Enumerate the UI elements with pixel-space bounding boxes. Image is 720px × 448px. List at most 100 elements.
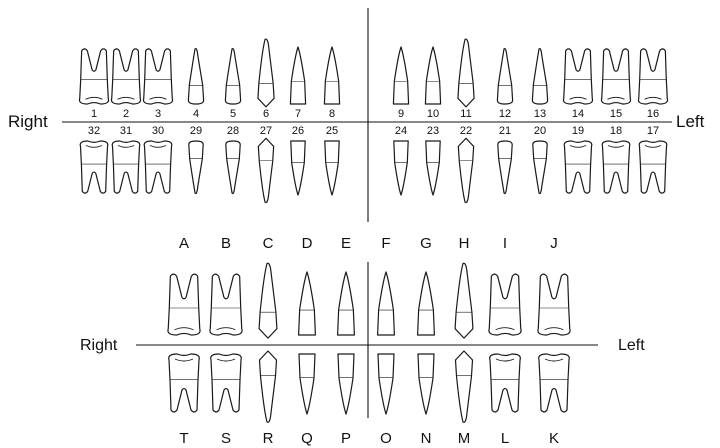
lower-tooth-number: 25 [326, 125, 338, 137]
upper-tooth-4 [188, 49, 203, 104]
primary-upper-tooth-G [418, 272, 435, 335]
lower-tooth-number: 22 [460, 125, 472, 137]
lower-tooth-number: 31 [120, 125, 132, 137]
upper-tooth-number: 14 [572, 108, 584, 120]
primary-lower-letter: M [458, 430, 471, 447]
upper-tooth-number: 4 [193, 108, 199, 120]
upper-tooth-7 [290, 47, 305, 104]
primary-upper-letter: G [420, 235, 432, 252]
upper-tooth-2 [111, 49, 140, 104]
upper-tooth-15 [601, 49, 630, 104]
lower-tooth-29 [189, 141, 203, 194]
lower-tooth-number: 24 [395, 125, 407, 137]
primary-upper-tooth-C [259, 263, 277, 338]
primary-lower-letter: R [263, 430, 274, 447]
primary-upper-letter: H [459, 235, 470, 252]
primary-left-label: Left [618, 337, 645, 354]
lower-tooth-number: 17 [647, 125, 659, 137]
primary-lower-letter: N [421, 430, 432, 447]
primary-upper-letter: B [221, 235, 231, 252]
teeth-layer [79, 39, 667, 422]
upper-tooth-number: 12 [499, 108, 511, 120]
upper-tooth-number: 2 [123, 108, 129, 120]
primary-upper-tooth-J [538, 274, 570, 335]
primary-lower-tooth-R [260, 351, 277, 422]
upper-tooth-13 [532, 49, 547, 104]
primary-lower-letter: Q [301, 430, 313, 447]
lower-tooth-number: 30 [152, 125, 164, 137]
upper-tooth-10 [425, 47, 440, 104]
lower-tooth-32 [80, 141, 108, 193]
upper-tooth-number: 9 [398, 108, 404, 120]
lower-tooth-18 [602, 141, 630, 193]
upper-tooth-9 [393, 47, 408, 104]
primary-lower-letter: L [501, 430, 509, 447]
primary-lower-tooth-L [490, 354, 521, 412]
primary-lower-tooth-Q [299, 354, 315, 414]
lower-tooth-27 [258, 138, 273, 202]
upper-tooth-12 [497, 49, 512, 104]
primary-lower-tooth-K [539, 354, 570, 412]
primary-upper-tooth-B [210, 274, 242, 335]
lower-tooth-21 [498, 141, 512, 194]
upper-tooth-number: 6 [263, 108, 269, 120]
primary-lower-letter: S [221, 430, 231, 447]
permanent-left-label: Left [676, 112, 705, 131]
primary-lower-tooth-P [338, 354, 354, 414]
primary-lower-tooth-O [378, 354, 394, 414]
upper-tooth-3 [143, 49, 172, 104]
primary-upper-tooth-I [489, 274, 521, 335]
upper-tooth-8 [324, 47, 339, 104]
primary-upper-letter: F [381, 235, 390, 252]
primary-lower-letter: T [179, 430, 188, 447]
lower-tooth-30 [144, 141, 172, 193]
upper-tooth-number: 13 [534, 108, 546, 120]
lower-tooth-25 [325, 141, 339, 195]
primary-upper-letter: J [550, 235, 558, 252]
upper-tooth-number: 16 [647, 108, 659, 120]
primary-upper-tooth-F [378, 272, 395, 335]
lower-tooth-number: 29 [190, 125, 202, 137]
primary-upper-tooth-E [338, 272, 355, 335]
upper-tooth-number: 5 [230, 108, 236, 120]
primary-upper-letter: E [341, 235, 351, 252]
upper-tooth-1 [79, 49, 108, 104]
permanent-right-label: Right [8, 112, 48, 131]
primary-upper-tooth-H [455, 263, 473, 338]
lower-tooth-number: 23 [427, 125, 439, 137]
primary-right-label: Right [80, 337, 118, 354]
primary-lower-letter: O [380, 430, 392, 447]
upper-tooth-5 [225, 49, 240, 104]
lower-tooth-20 [533, 141, 547, 194]
lower-tooth-number: 19 [572, 125, 584, 137]
lower-tooth-26 [291, 141, 305, 195]
upper-tooth-number: 3 [155, 108, 161, 120]
lower-tooth-number: 20 [534, 125, 546, 137]
lower-tooth-31 [112, 141, 140, 193]
upper-tooth-6 [258, 39, 274, 107]
primary-lower-letter: P [341, 430, 351, 447]
lower-tooth-number: 26 [292, 125, 304, 137]
lower-tooth-number: 18 [610, 125, 622, 137]
lower-tooth-19 [564, 141, 592, 193]
lower-tooth-number: 21 [499, 125, 511, 137]
lower-tooth-22 [458, 138, 473, 202]
primary-upper-letter: C [263, 235, 274, 252]
upper-tooth-number: 8 [329, 108, 335, 120]
primary-lower-tooth-T [169, 354, 200, 412]
primary-lower-tooth-M [456, 351, 473, 422]
primary-lower-tooth-N [418, 354, 434, 414]
primary-lower-tooth-S [211, 354, 242, 412]
primary-upper-letter: D [302, 235, 313, 252]
upper-tooth-16 [638, 49, 667, 104]
lower-tooth-24 [394, 141, 408, 195]
primary-upper-letter: A [179, 235, 189, 252]
upper-tooth-number: 7 [295, 108, 301, 120]
lower-tooth-number: 32 [88, 125, 100, 137]
primary-lower-letter: K [549, 430, 559, 447]
primary-upper-tooth-D [299, 272, 316, 335]
lower-tooth-number: 27 [260, 125, 272, 137]
upper-tooth-11 [458, 39, 474, 107]
upper-tooth-number: 11 [460, 108, 471, 120]
